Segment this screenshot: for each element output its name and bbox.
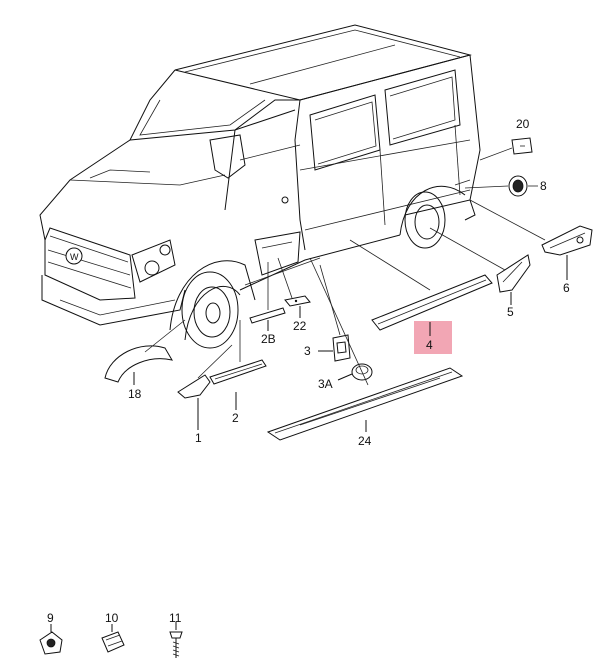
- part-9-clip-nut: [39, 624, 63, 655]
- callout-labels: 20 8 6 5 4 3 3A 24 22 2B 2 1 18 9 10 11: [47, 117, 570, 625]
- callout-11: 11: [169, 611, 182, 625]
- callout-3a: 3A: [318, 377, 333, 391]
- highlight-callout-4: [414, 321, 452, 354]
- callout-1: 1: [195, 431, 202, 445]
- svg-text:W: W: [70, 252, 79, 262]
- callout-20: 20: [516, 117, 530, 131]
- part-1-bracket: [177, 344, 233, 430]
- callout-8: 8: [540, 179, 547, 193]
- part-3-clip: [318, 264, 351, 362]
- part-5-trim: [429, 227, 531, 305]
- callout-5: 5: [507, 305, 514, 319]
- part-2-front-trim: [209, 320, 267, 410]
- part-2b-strip: [249, 262, 286, 331]
- part-6-rear-trim: [469, 199, 593, 280]
- callout-18: 18: [128, 387, 142, 401]
- part-22-clip: [277, 257, 311, 318]
- part-18-arch-trim: [104, 319, 186, 385]
- part-8-grommet: [464, 175, 538, 197]
- part-4-trim-strip: [349, 239, 493, 354]
- callout-2b: 2B: [261, 332, 276, 346]
- part-20-badge: [479, 137, 533, 161]
- callout-9: 9: [47, 611, 54, 625]
- callout-2: 2: [232, 411, 239, 425]
- part-3a-cap: [337, 363, 373, 381]
- callout-6: 6: [563, 281, 570, 295]
- part-10-clip: [101, 624, 125, 653]
- callout-3: 3: [304, 344, 311, 358]
- van-illustration: W: [39, 24, 481, 349]
- callout-10: 10: [105, 611, 119, 625]
- callout-24: 24: [358, 434, 372, 448]
- callout-22: 22: [293, 319, 307, 333]
- callout-4: 4: [426, 338, 433, 352]
- part-24-sill-strip: [266, 257, 464, 441]
- part-11-screw: [169, 622, 183, 658]
